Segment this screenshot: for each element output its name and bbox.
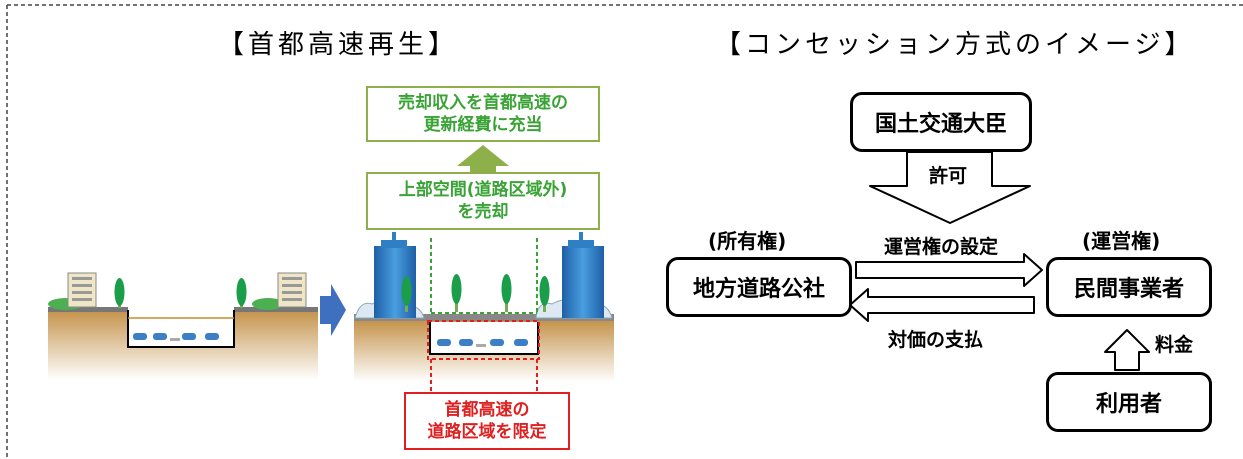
surface-right: [234, 307, 318, 312]
scene-after: [354, 145, 614, 393]
road-corp-box: 地方道路公社: [666, 257, 852, 317]
covered-trench: [429, 322, 539, 355]
up-arrow-icon: [457, 145, 509, 172]
private-operator-box: 民間事業者: [1046, 257, 1212, 317]
tree-icon: [451, 274, 462, 312]
tree-icon: [501, 274, 512, 312]
minister-box: 国土交通大臣: [850, 92, 1032, 152]
tree-icon: [401, 276, 412, 312]
apartment-icon: [48, 272, 97, 310]
road-zone: [427, 320, 540, 360]
car-icon: [133, 333, 219, 340]
payment-label: 対価の支払: [888, 329, 984, 351]
right-title: 【コンセッション方式のイメージ】: [715, 30, 1195, 60]
setting-arrow-icon: [855, 253, 1043, 287]
left-title: 【首都高速再生】: [218, 30, 459, 60]
road-limit-line2: 道路区域を限定: [427, 422, 547, 442]
transition-arrow-icon: [320, 284, 346, 336]
payment-arrow-icon: [849, 288, 1035, 322]
surface: [354, 314, 614, 321]
permission-label: 許可: [929, 165, 968, 187]
upper-space-line1: 上部空間(道路区域外): [398, 180, 568, 200]
upper-space-box: 上部空間(道路区域外) を売却: [366, 172, 600, 230]
road-limit-line1: 首都高速の: [444, 400, 530, 420]
ownership-label: (所有権): [708, 229, 787, 253]
tree-icon: [236, 278, 247, 308]
apartment-icon: [252, 272, 307, 310]
surface-left: [48, 307, 128, 312]
office-tower-icon: [354, 232, 425, 319]
sale-income-line1: 売却収入を首都高速の: [398, 93, 568, 113]
road-limit-box: 首都高速の 道路区域を限定: [404, 392, 570, 450]
sale-income-line2: 更新経費に充当: [423, 115, 543, 135]
tree-icon: [539, 276, 550, 312]
tree-icon: [114, 278, 125, 308]
office-tower-icon: [535, 232, 613, 319]
frame-border: [6, 4, 1243, 459]
upper-space-zone: [430, 238, 538, 314]
scene-before: [48, 272, 318, 380]
car-icon: [437, 339, 528, 346]
fee-arrow-icon: [1104, 329, 1150, 371]
sale-income-box: 売却収入を首都高速の 更新経費に充当: [366, 86, 600, 142]
operating-right-label: (運営権): [1082, 229, 1161, 253]
fee-label: 料金: [1155, 334, 1194, 356]
users-box: 利用者: [1046, 372, 1212, 432]
permission-arrow-icon: [869, 151, 1031, 224]
upper-space-line2: を売却: [457, 202, 509, 222]
trench: [127, 310, 235, 348]
setting-label: 運営権の設定: [884, 236, 999, 258]
